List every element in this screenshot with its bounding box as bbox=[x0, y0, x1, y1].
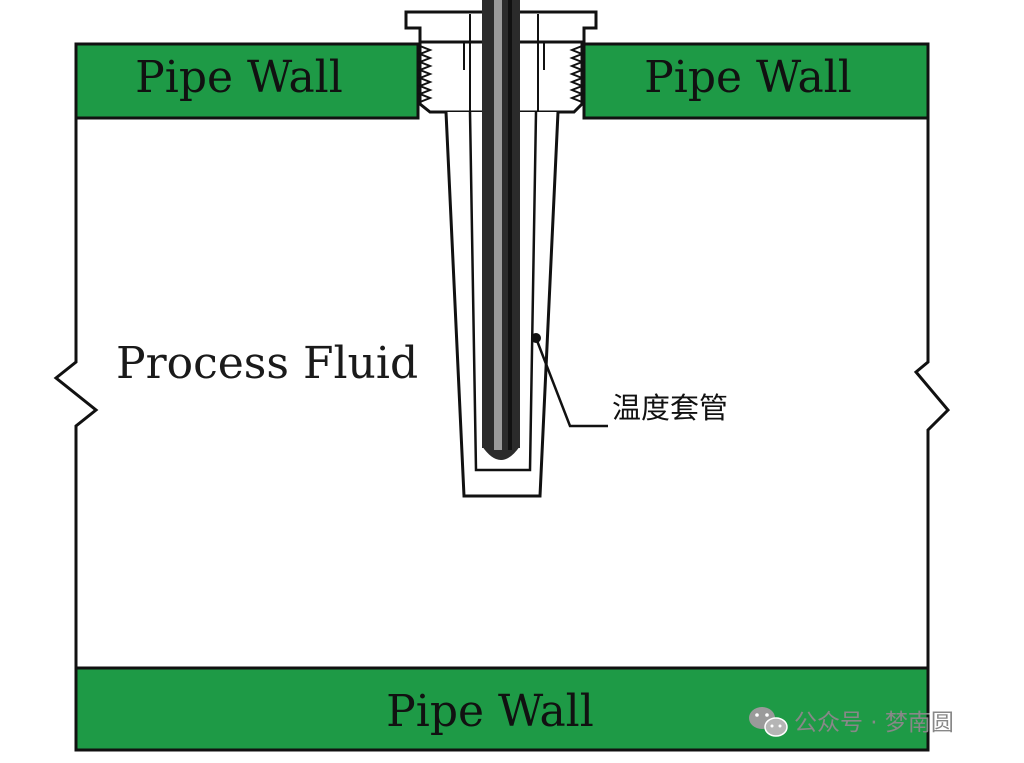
wechat-icon bbox=[749, 707, 788, 737]
pipe-wall-top-left bbox=[74, 42, 420, 120]
process-fluid-label: Process Fluid bbox=[116, 338, 418, 389]
watermark-text: 公众号 · 梦南圆 bbox=[794, 710, 954, 736]
pipe-wall-bottom-label: Pipe Wall bbox=[386, 686, 594, 737]
pipe-wall-top-left-label: Pipe Wall bbox=[135, 52, 343, 103]
thermowell-neck-lines bbox=[463, 14, 545, 112]
watermark: 公众号 · 梦南圆 bbox=[749, 707, 954, 737]
pipe-wall-top-right-label: Pipe Wall bbox=[644, 52, 852, 103]
thermowell-thread-right bbox=[569, 45, 585, 103]
pipe-outline bbox=[53, 118, 951, 668]
pipe-wall-bottom bbox=[74, 666, 930, 752]
thermowell bbox=[404, 0, 598, 498]
callout-leader-line bbox=[534, 337, 608, 428]
thermowell-label: 温度套管 bbox=[612, 391, 728, 425]
sensor-rod-highlight bbox=[494, 0, 502, 450]
thermowell-thread-left bbox=[417, 45, 433, 103]
sensor-rod-shadow bbox=[508, 0, 512, 450]
pipe-wall-top-right bbox=[582, 42, 930, 120]
